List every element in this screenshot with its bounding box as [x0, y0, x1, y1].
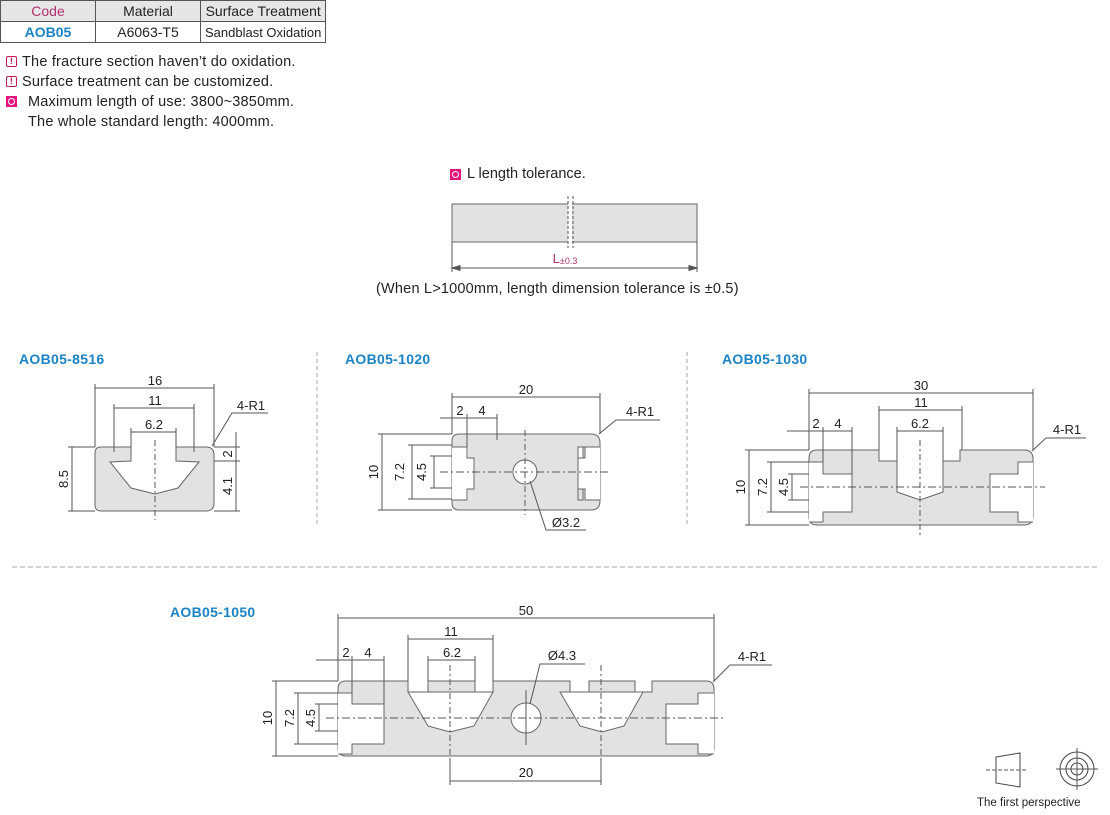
dim-height-7-2: 7.2 [755, 478, 770, 496]
dim-depth: 4.1 [220, 477, 235, 495]
dim-2: 2 [456, 403, 463, 418]
note-item: Maximum length of use: 3800~3850mm. The … [6, 92, 296, 132]
first-perspective-icon [986, 748, 1098, 790]
surface-cell: Sandblast Oxidation [199, 21, 327, 43]
spec-table: Code Material Surface Treatment AOB05 A6… [0, 0, 327, 43]
tolerance-label: L±0.3 [553, 251, 578, 266]
dim-width: 30 [914, 378, 928, 393]
material-header: Material [95, 0, 201, 22]
note-text: The whole standard length: 4000mm. [28, 114, 275, 130]
dim-slot-outer: 11 [148, 393, 162, 408]
dim-2: 2 [342, 645, 349, 660]
dim-height-10: 10 [733, 480, 748, 494]
dim-lip: 2 [220, 450, 235, 457]
dim-height-7-2: 7.2 [282, 709, 297, 727]
material-cell: A6063-T5 [95, 21, 201, 43]
tolerance-title-text: L length tolerance. [467, 166, 586, 182]
part-title-8516: AOB05-8516 [19, 351, 105, 367]
dim-slot-inner: 6.2 [911, 416, 929, 431]
profile-1020 [378, 393, 660, 531]
tolerance-title: L length tolerance. [450, 166, 586, 182]
part-title-1020: AOB05-1020 [345, 351, 431, 367]
profile-8516 [68, 384, 268, 520]
dim-width: 50 [519, 603, 533, 618]
spec-table-header-row: Code Material Surface Treatment [0, 0, 327, 22]
part-title-1030: AOB05-1030 [722, 351, 808, 367]
tolerance-caption: (When L>1000mm, length dimension toleran… [376, 281, 739, 297]
tolerance-bar [450, 196, 699, 272]
spec-table-row: AOB05 A6063-T5 Sandblast Oxidation [0, 21, 327, 43]
dim-width: 20 [519, 382, 533, 397]
dim-slot-outer: 11 [444, 624, 458, 639]
dim-height-7-2: 7.2 [392, 463, 407, 481]
dim-pitch: 20 [519, 765, 533, 780]
circle-marker-icon [450, 168, 461, 180]
dim-2: 2 [812, 416, 819, 431]
dim-slot-inner: 6.2 [443, 645, 461, 660]
code-header: Code [0, 0, 96, 22]
profile-1050 [272, 614, 772, 785]
dim-radius: 4-R1 [1053, 422, 1081, 437]
note-text: Surface treatment can be customized. [22, 74, 274, 90]
notes-list: ! The fracture section haven’t do oxidat… [6, 52, 296, 132]
dim-hole: Ø4.3 [548, 648, 576, 663]
dim-slot-inner: 6.2 [145, 417, 163, 432]
dim-hole: Ø3.2 [552, 515, 580, 530]
dim-4: 4 [478, 403, 485, 418]
dim-height-10: 10 [260, 711, 275, 725]
dim-radius: 4-R1 [237, 398, 265, 413]
dim-width: 16 [148, 373, 162, 388]
dim-height-10: 10 [366, 465, 381, 479]
profile-1030 [745, 389, 1086, 535]
dim-radius: 4-R1 [738, 649, 766, 664]
dim-4: 4 [364, 645, 371, 660]
code-cell: AOB05 [0, 21, 96, 43]
part-title-1050: AOB05-1050 [170, 604, 256, 620]
dim-height-4-5: 4.5 [303, 709, 318, 727]
note-text: Maximum length of use: 3800~3850mm. [28, 94, 295, 110]
perspective-label: The first perspective [977, 797, 1081, 809]
dim-height-4-5: 4.5 [414, 463, 429, 481]
circle-marker-icon [6, 96, 17, 107]
surface-header: Surface Treatment [199, 0, 327, 22]
dim-slot-outer: 11 [914, 395, 928, 410]
dim-height-4-5: 4.5 [776, 478, 791, 496]
note-text: The fracture section haven’t do oxidatio… [22, 54, 296, 70]
dim-height: 8.5 [56, 470, 71, 488]
note-item: ! Surface treatment can be customized. [6, 72, 296, 92]
note-item: ! The fracture section haven’t do oxidat… [6, 52, 296, 72]
dim-4: 4 [834, 416, 841, 431]
dim-radius: 4-R1 [626, 404, 654, 419]
warning-icon: ! [6, 76, 17, 87]
warning-icon: ! [6, 56, 17, 67]
